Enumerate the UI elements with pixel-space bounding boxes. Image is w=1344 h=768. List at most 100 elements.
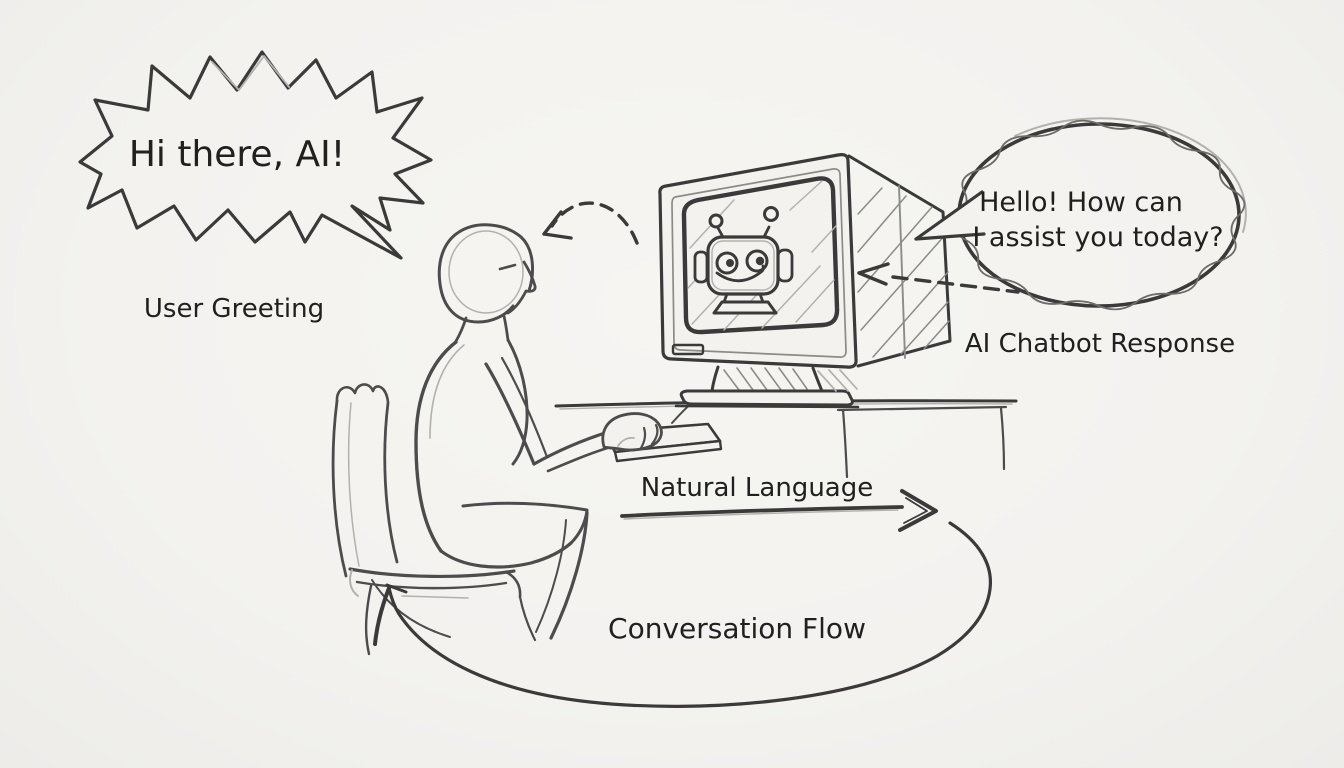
forearm-bottom bbox=[546, 444, 616, 473]
response-arrowhead bbox=[857, 262, 890, 286]
hatch-line bbox=[778, 367, 796, 391]
gaze-arrow bbox=[542, 201, 639, 245]
response-arrow bbox=[857, 262, 1020, 294]
desk-panel-top bbox=[836, 405, 1008, 412]
stand-neck-left bbox=[710, 365, 720, 393]
stand-neck-right bbox=[811, 366, 824, 393]
hatch-line bbox=[857, 187, 883, 215]
chair-back-left-edge bbox=[331, 399, 348, 578]
hatch-line bbox=[795, 279, 835, 323]
hatch-line bbox=[900, 301, 949, 355]
response-arrow-line bbox=[891, 275, 1020, 294]
stand-base bbox=[679, 389, 854, 407]
neck-back bbox=[453, 316, 468, 345]
hatch-line bbox=[761, 265, 821, 329]
flow-arrowhead-tick bbox=[385, 583, 408, 594]
forearm-and-hand bbox=[532, 412, 663, 473]
cloud-bubble-sketch-offset bbox=[1014, 117, 1247, 233]
hatch-line bbox=[792, 368, 808, 390]
hand-thumb-line bbox=[617, 436, 635, 447]
hip-seat-curve bbox=[439, 541, 573, 569]
chair-seat-top bbox=[348, 567, 516, 579]
hatch-line bbox=[736, 367, 754, 391]
chair-seat-bottom bbox=[355, 580, 508, 590]
hatch-line bbox=[872, 271, 949, 358]
hatch-line bbox=[764, 367, 782, 391]
chair-back-inner-line bbox=[347, 402, 360, 567]
natural-language-label: Natural Language bbox=[641, 473, 873, 503]
nl-arrowhead-sketch bbox=[903, 497, 928, 524]
nl-arrow-line-sketch bbox=[623, 509, 899, 520]
robot-antenna-right-stem bbox=[762, 225, 771, 239]
hatch-line bbox=[857, 195, 907, 253]
hatch-line bbox=[828, 369, 849, 392]
chair-base-shadow-line bbox=[401, 595, 469, 599]
monitor-bezel-inner-line bbox=[671, 168, 847, 358]
stand-neck-hatching bbox=[723, 367, 808, 391]
flow-arrowhead-barb bbox=[373, 586, 391, 646]
robot-face-icon bbox=[693, 206, 794, 315]
stand-shadow-hatching bbox=[817, 369, 858, 392]
keyboard-front-face bbox=[613, 439, 723, 463]
upper-arm-front bbox=[500, 356, 549, 459]
face-nose-profile bbox=[506, 260, 537, 315]
nl-arrowhead bbox=[898, 489, 938, 532]
chair-base-sweep bbox=[371, 579, 451, 638]
user-greeting-label: User Greeting bbox=[144, 294, 324, 324]
burst-bubble-sketch-accent bbox=[211, 55, 290, 91]
user-speech-bubble: Hi there, AI! bbox=[78, 50, 433, 260]
robot-ear-left bbox=[693, 250, 709, 284]
robot-antenna-right-ball bbox=[763, 206, 779, 222]
chair-front-leg bbox=[518, 595, 537, 642]
nl-arrow-line bbox=[620, 505, 904, 518]
conversation-flow-label: Conversation Flow bbox=[608, 612, 866, 645]
hand bbox=[601, 412, 663, 452]
natural-language-arrow bbox=[620, 489, 938, 532]
chair-back-top bbox=[335, 383, 390, 404]
chair-rear-leg bbox=[364, 584, 373, 656]
ai-bubble-text-line2: I assist you today? bbox=[972, 222, 1223, 253]
hatch-line bbox=[860, 233, 947, 331]
hatch-line bbox=[817, 370, 837, 392]
chair-back-right-edge bbox=[383, 401, 399, 564]
desk-panel-right-edge bbox=[999, 406, 1006, 471]
gaze-arrow-arc bbox=[550, 201, 639, 245]
ai-speech-bubble: Hello! How can I assist you today? bbox=[914, 117, 1247, 311]
cloud-bubble-tail bbox=[914, 190, 986, 241]
monitor-back-crease bbox=[898, 185, 906, 359]
torso-back-sketch bbox=[429, 344, 465, 439]
eye-dash bbox=[498, 263, 517, 271]
conversation-flow-arrow bbox=[373, 521, 993, 708]
gaze-arrowhead bbox=[542, 210, 573, 240]
head-outline bbox=[437, 223, 535, 324]
hatch-line bbox=[839, 369, 858, 390]
robot-ear-right bbox=[776, 248, 794, 283]
ai-bubble-text-line1: Hello! How can bbox=[979, 187, 1183, 218]
hatch-line bbox=[750, 367, 768, 391]
chair-left-base-corner bbox=[349, 569, 359, 597]
shin-inner bbox=[535, 519, 567, 633]
robot-head-sketch-inner bbox=[711, 240, 775, 291]
hatch-line bbox=[923, 320, 950, 350]
chair bbox=[331, 383, 537, 656]
hatch-line bbox=[811, 225, 837, 253]
hand-finger-line-1 bbox=[650, 423, 659, 446]
monitor bbox=[658, 153, 952, 409]
ai-response-label: AI Chatbot Response bbox=[965, 329, 1235, 359]
torso-chest bbox=[506, 338, 529, 466]
monitor-power-button bbox=[671, 343, 705, 356]
chair-seat-front-lip bbox=[504, 570, 522, 599]
user-bubble-text: Hi there, AI! bbox=[129, 134, 345, 175]
desk-panel-left-edge bbox=[841, 408, 849, 479]
shin bbox=[549, 511, 589, 640]
robot-smile bbox=[715, 264, 765, 283]
torso-back bbox=[414, 340, 458, 553]
person-figure bbox=[414, 223, 589, 640]
robot-pupil-left bbox=[726, 259, 734, 267]
burst-bubble-outline bbox=[78, 50, 433, 260]
robot-antenna-left-ball bbox=[708, 213, 724, 229]
robot-pupil-right bbox=[755, 256, 765, 266]
head-sketch-inner bbox=[448, 230, 524, 314]
